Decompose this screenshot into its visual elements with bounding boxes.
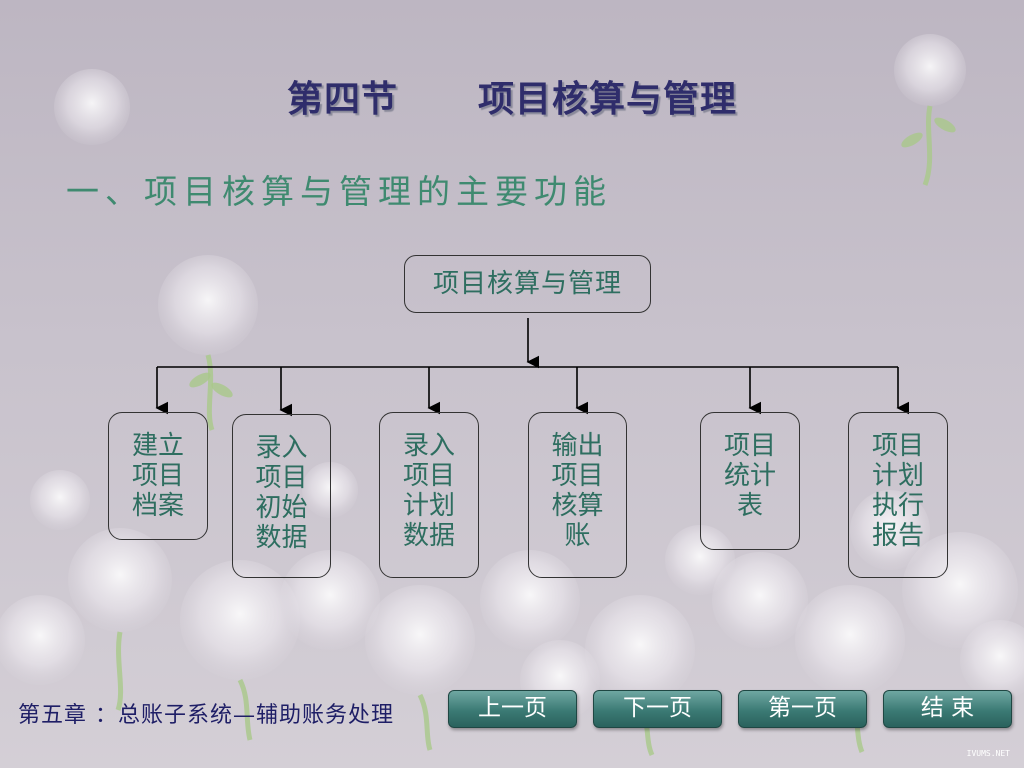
diagram-node-6: 项目 计划 执行 报告 xyxy=(848,412,948,578)
diagram-node-4: 输出 项目 核算 账 xyxy=(528,412,627,578)
chapter-label: 第五章 ：总账子系统—辅助账务处理 xyxy=(18,703,394,728)
slide-subtitle: 一、项目核算与管理的主要功能 xyxy=(66,172,612,211)
title-section-name: 项目核算与管理 xyxy=(478,79,738,120)
diagram-node-3: 录入 项目 计划 数据 xyxy=(379,412,479,578)
diagram-node-5: 项目 统计 表 xyxy=(700,412,800,550)
diagram-root-node: 项目核算与管理 xyxy=(404,255,651,313)
diagram-node-1: 建立 项目 档案 xyxy=(108,412,208,540)
first-page-button[interactable]: 第一页 xyxy=(738,690,867,728)
prev-page-button[interactable]: 上一页 xyxy=(448,690,577,728)
diagram-node-2: 录入 项目 初始 数据 xyxy=(232,414,331,578)
title-section-number: 第四节 xyxy=(286,79,398,120)
next-page-button[interactable]: 下一页 xyxy=(593,690,722,728)
watermark: IVUMS.NET xyxy=(966,749,1010,758)
slide-title: 第四节 项目核算与管理 xyxy=(0,70,1024,122)
end-button[interactable]: 结 束 xyxy=(883,690,1012,728)
